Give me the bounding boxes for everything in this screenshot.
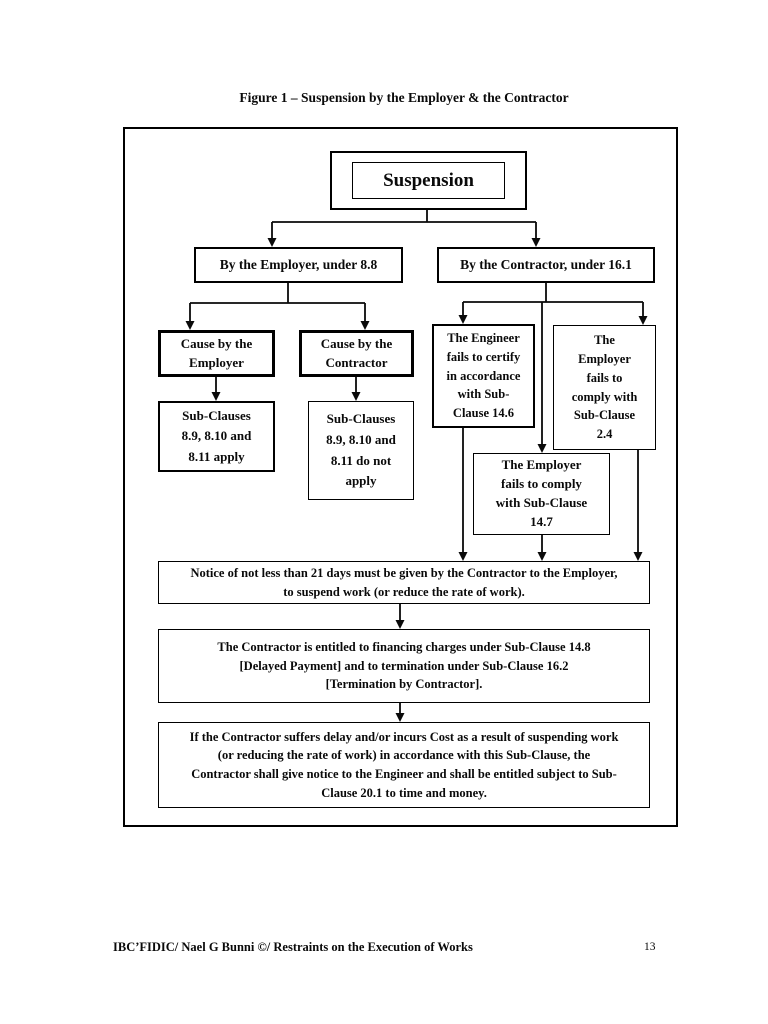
- node-notice-21-days: Notice of not less than 21 days must be …: [158, 561, 650, 604]
- node-cause-by-employer: Cause by the Employer: [158, 330, 275, 377]
- node-by-contractor: By the Contractor, under 16.1: [437, 247, 655, 283]
- page-number: 13: [644, 941, 656, 953]
- node-suspension-outer: [330, 151, 527, 210]
- node-subclauses-do-not-apply: Sub-Clauses 8.9, 8.10 and 8.11 do not ap…: [308, 401, 414, 500]
- flowchart-frame: [123, 127, 678, 827]
- figure-caption: Figure 1 – Suspension by the Employer & …: [239, 90, 569, 105]
- node-cause-by-contractor: Cause by the Contractor: [299, 330, 414, 377]
- node-employer-fails-147: The Employer fails to comply with Sub-Cl…: [473, 453, 610, 535]
- node-suspension: Suspension: [352, 162, 505, 199]
- footer-reference: IBC’FIDIC/ Nael G Bunni ©/ Restraints on…: [113, 940, 473, 954]
- node-by-employer: By the Employer, under 8.8: [194, 247, 403, 283]
- node-financing-charges: The Contractor is entitled to financing …: [158, 629, 650, 703]
- node-engineer-fails-certify: The Engineer fails to certify in accorda…: [432, 324, 535, 428]
- node-delay-cost: If the Contractor suffers delay and/or i…: [158, 722, 650, 808]
- node-employer-fails-24: The Employer fails to comply with Sub-Cl…: [553, 325, 656, 450]
- node-subclauses-apply: Sub-Clauses 8.9, 8.10 and 8.11 apply: [158, 401, 275, 472]
